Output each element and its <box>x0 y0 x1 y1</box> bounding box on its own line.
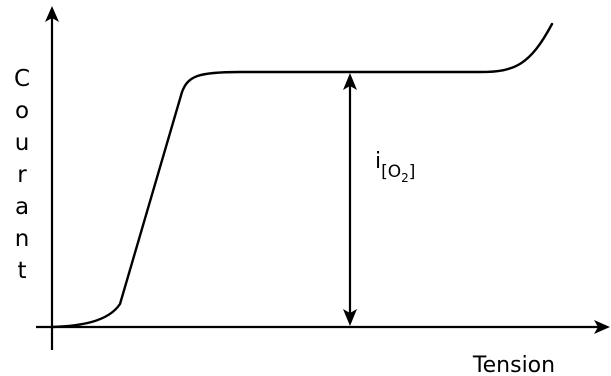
limiting-current-sub-open: [O <box>381 162 401 182</box>
limiting-current-arrow-bottom <box>343 309 357 326</box>
x-axis-label: Tension <box>472 353 555 376</box>
y-axis-label-letter: C <box>14 66 30 92</box>
limiting-current-arrow-top <box>343 73 357 90</box>
y-axis-label-letter: o <box>15 98 29 124</box>
x-axis-arrowhead <box>594 320 610 334</box>
limiting-current-sub-index: 2 <box>401 171 409 185</box>
y-axis-arrowhead <box>45 6 59 22</box>
limiting-current-label: i[O2] <box>375 149 415 185</box>
current-voltage-curve <box>50 22 554 329</box>
limiting-current-symbol: i <box>375 149 381 174</box>
y-axis-label-letter: u <box>15 130 30 156</box>
y-axis-label-letter: n <box>15 226 30 252</box>
y-axis-label-letter: t <box>17 258 26 284</box>
limiting-current-sub-close: ] <box>409 162 416 182</box>
y-axis-label-letter: r <box>17 162 27 188</box>
y-axis-label-letter: a <box>15 194 29 220</box>
